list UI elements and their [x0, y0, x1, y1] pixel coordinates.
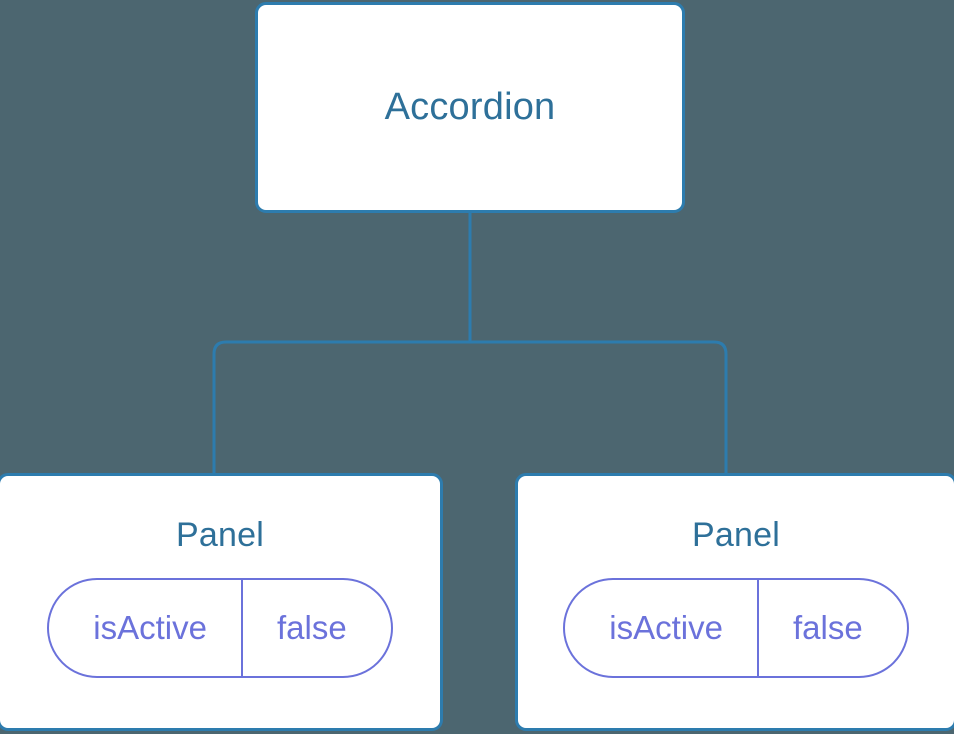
node-title: Panel — [692, 516, 780, 554]
state-value: false — [756, 579, 907, 676]
state-badge[interactable]: isActive false — [563, 577, 909, 678]
node-accordion[interactable]: Accordion — [255, 2, 685, 213]
state-badge[interactable]: isActive false — [47, 577, 393, 678]
node-panel-2[interactable]: Panel isActive false — [515, 473, 954, 731]
state-key: isActive — [93, 609, 207, 647]
state-key: isActive — [609, 609, 723, 647]
state-value: false — [240, 579, 391, 676]
node-title: Panel — [176, 516, 264, 554]
node-title: Accordion — [384, 85, 556, 128]
connector-branch-bus — [212, 340, 728, 473]
node-panel-1[interactable]: Panel isActive false — [0, 473, 443, 731]
